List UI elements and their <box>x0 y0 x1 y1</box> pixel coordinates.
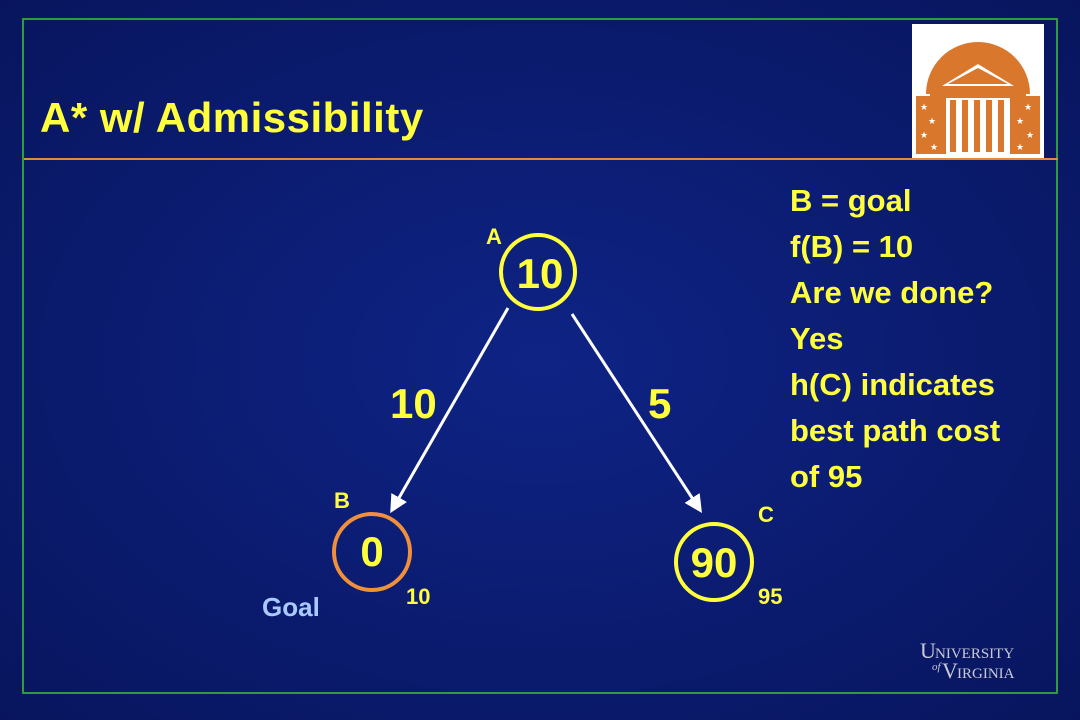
goal-label: Goal <box>262 592 320 622</box>
svg-text:★: ★ <box>1016 143 1024 153</box>
svg-text:★: ★ <box>920 103 928 113</box>
node-c-value: 90 <box>691 539 738 586</box>
node-a-label: A <box>486 224 502 249</box>
notes-panel: B = goal f(B) = 10 Are we done? Yes h(C)… <box>790 178 1000 500</box>
node-c-f-value: 95 <box>758 584 782 609</box>
slide-frame <box>22 18 1058 694</box>
node-a-value: 10 <box>517 250 564 297</box>
node-a <box>499 233 577 311</box>
note-line: B = goal <box>790 183 912 218</box>
node-c-label: C <box>758 502 774 527</box>
uva-wordmark-logo: U NIVERSITY of V IRGINIA <box>920 640 1015 682</box>
note-line: Are we done? <box>790 275 994 310</box>
node-c <box>674 522 754 602</box>
node-b-f-value: 10 <box>406 584 430 609</box>
svg-text:★: ★ <box>930 143 938 153</box>
node-b-label: B <box>334 488 350 513</box>
node-b-value: 0 <box>360 528 383 575</box>
note-line: f(B) = 10 <box>790 229 914 264</box>
svg-text:NIVERSITY: NIVERSITY <box>935 646 1014 662</box>
node-b <box>332 512 412 592</box>
edge-cost-a-b: 10 <box>390 380 437 427</box>
svg-text:U: U <box>920 640 936 663</box>
edge-a-to-c <box>570 313 702 514</box>
uva-rotunda-logo-icon: ★★★★ ★★★★ <box>912 24 1044 158</box>
note-line: Yes <box>790 321 844 356</box>
note-line: of 95 <box>790 459 863 494</box>
svg-text:★: ★ <box>1016 117 1024 127</box>
edge-cost-a-c: 5 <box>648 380 671 427</box>
title-divider <box>24 158 1058 160</box>
svg-text:★: ★ <box>1024 103 1032 113</box>
svg-text:V: V <box>942 658 958 682</box>
svg-text:★: ★ <box>928 117 936 127</box>
note-line: best path cost <box>790 413 1001 448</box>
note-line: h(C) indicates <box>790 367 995 402</box>
svg-text:IRGINIA: IRGINIA <box>957 666 1015 682</box>
slide-title: A* w/ Admissibility <box>40 94 424 141</box>
edge-a-to-b <box>390 307 510 514</box>
svg-text:★: ★ <box>1026 131 1034 141</box>
svg-text:of: of <box>932 661 943 673</box>
svg-text:★: ★ <box>920 131 928 141</box>
